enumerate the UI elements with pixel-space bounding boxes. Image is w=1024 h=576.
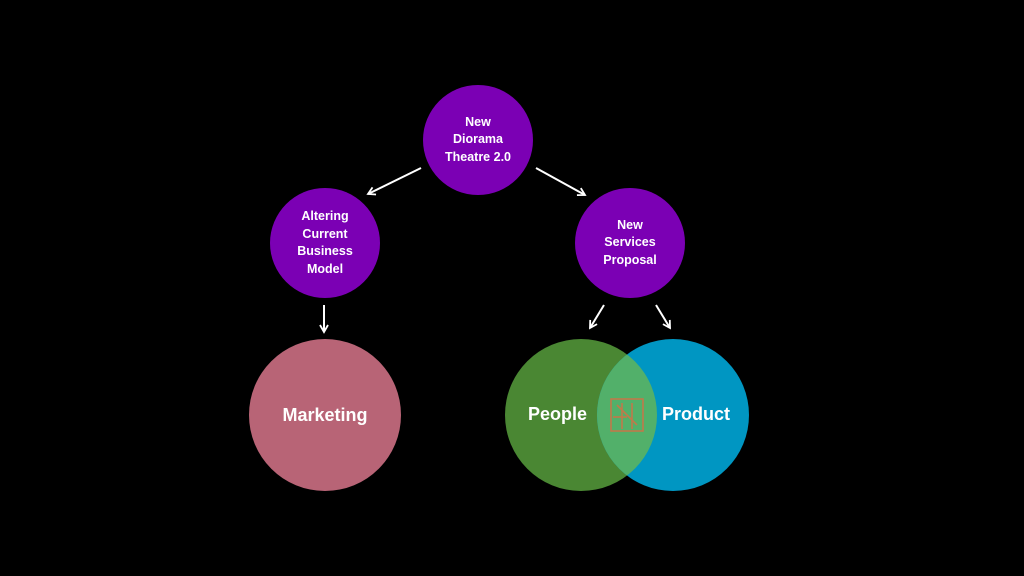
overlap-logo-icon	[610, 398, 644, 432]
arrow-right-to-product	[655, 304, 671, 330]
arrow-root-to-left	[366, 167, 422, 196]
people-label: People	[528, 404, 588, 424]
node-altering-business-model: Altering Current Business Model	[270, 188, 380, 298]
node-new-services-proposal-label: New Services Proposal	[603, 217, 657, 267]
product-label: Product	[662, 404, 731, 424]
venn-overlap	[597, 339, 657, 491]
node-marketing: Marketing	[249, 339, 401, 491]
arrow-right-to-people	[589, 304, 605, 330]
node-new-diorama-theatre-label: New Diorama Theatre 2.0	[444, 114, 511, 164]
arrow-root-to-right	[535, 167, 587, 197]
node-marketing-label: Marketing	[282, 404, 368, 425]
node-altering-business-model-label: Altering Current Business Model	[297, 209, 353, 276]
node-new-services-proposal: New Services Proposal	[575, 188, 685, 298]
node-new-diorama-theatre: New Diorama Theatre 2.0	[423, 85, 533, 195]
